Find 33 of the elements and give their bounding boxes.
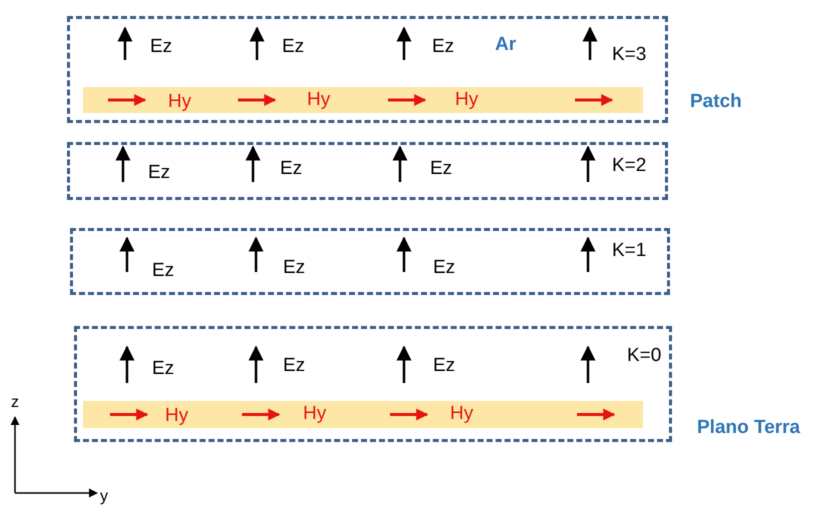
layer-index-label: K=0 [627,345,662,367]
layer-name-label: Plano Terra [697,417,800,439]
region-label: Ar [495,34,516,56]
field-label: Ez [433,257,456,279]
layer-index-label: K=1 [612,240,646,262]
axis-label: y [100,487,108,506]
field-label: Ez [432,36,454,58]
layer-box [70,228,670,295]
field-label: Ez [283,355,306,377]
field-label: Ez [282,36,304,58]
layer-index-label: K=3 [612,44,646,66]
layer-name-label: Patch [690,91,742,113]
axis-label: z [11,393,19,413]
field-label: Hy [450,403,474,425]
field-label: Hy [455,89,478,111]
conductor-strip [83,87,643,113]
layer-box [74,326,672,442]
field-label: Ez [283,257,306,279]
field-label: Ez [150,36,172,58]
field-label: Hy [165,405,188,427]
field-label: Hy [168,91,192,113]
layer-box [67,142,668,200]
field-label: Ez [280,158,302,180]
layer-box [67,16,668,123]
field-label: Ez [433,355,456,377]
field-label: Ez [152,358,174,380]
field-label: Ez [148,162,170,184]
field-label: Hy [307,89,330,111]
field-label: Ez [430,158,452,180]
field-label: Ez [152,260,174,282]
conductor-strip [83,401,643,428]
field-label: Hy [303,403,326,425]
layer-index-label: K=2 [612,155,646,177]
